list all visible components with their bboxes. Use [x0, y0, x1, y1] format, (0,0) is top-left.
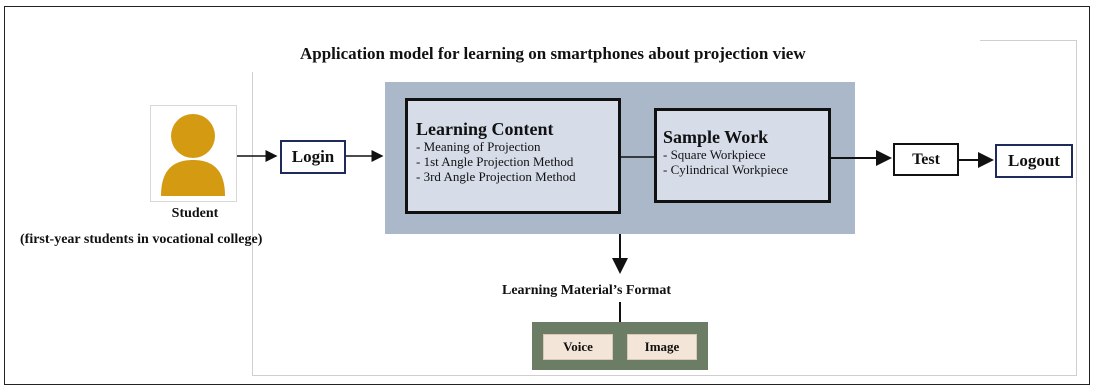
logout-label: Logout	[1008, 151, 1060, 170]
material-format-label: Learning Material’s Format	[502, 283, 671, 298]
learning-content-title: Learning Content	[416, 119, 554, 139]
test-node: Test	[893, 143, 959, 176]
student-avatar	[150, 105, 237, 202]
sample-work-item: - Square Workpiece	[663, 147, 766, 162]
student-description: (first-year students in vocational colle…	[20, 232, 263, 247]
learning-content-item: - Meaning of Projection	[416, 139, 541, 154]
title-tab	[252, 40, 980, 72]
learning-content-item: - 1st Angle Projection Method	[416, 154, 574, 169]
diagram-title: Application model for learning on smartp…	[300, 44, 806, 63]
image-chip: Image	[627, 334, 697, 360]
sample-work-box: Sample Work - Square Workpiece - Cylindr…	[654, 108, 831, 203]
voice-chip: Voice	[543, 334, 613, 360]
learning-content-item: - 3rd Angle Projection Method	[416, 169, 576, 184]
student-label: Student	[171, 206, 219, 221]
diagram-frame	[4, 6, 1090, 385]
sample-work-title: Sample Work	[663, 127, 769, 147]
login-label: Login	[291, 147, 335, 166]
test-label: Test	[912, 150, 940, 168]
learning-content-box: Learning Content - Meaning of Projection…	[405, 98, 621, 214]
person-icon	[161, 114, 225, 196]
login-node: Login	[280, 140, 346, 174]
logout-node: Logout	[995, 144, 1073, 178]
sample-work-item: - Cylindrical Workpiece	[663, 162, 789, 177]
